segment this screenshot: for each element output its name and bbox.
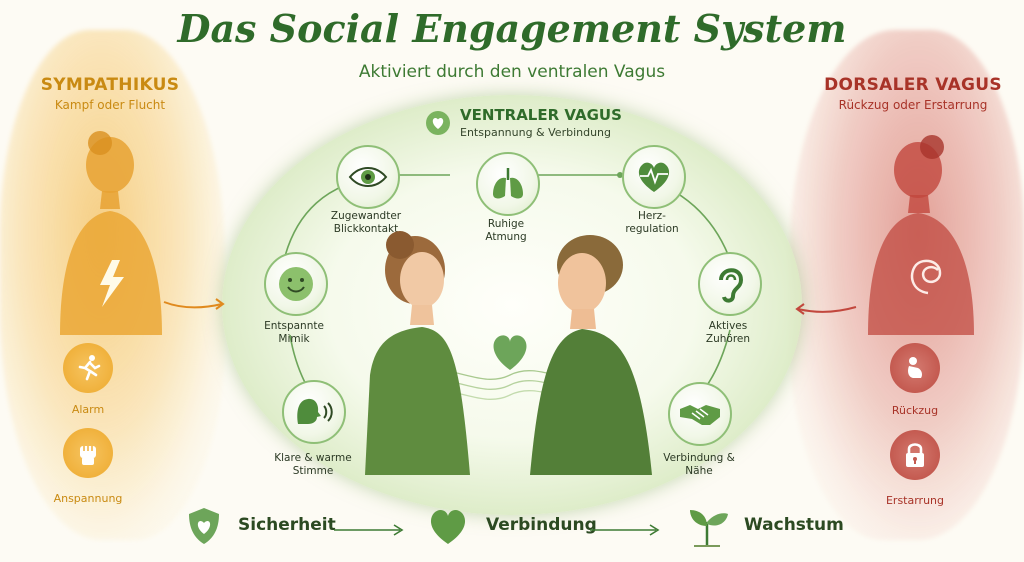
right-arrow (795, 303, 857, 315)
alarm-label: Alarm (71, 403, 105, 416)
crouching-person-icon (890, 343, 940, 393)
step-arrow-2 (590, 524, 660, 536)
padlock-icon (890, 430, 940, 480)
sympathikus-subtitle: Kampf oder Flucht (54, 98, 166, 112)
heart-node (622, 145, 686, 209)
node-label-stimme: Klare & warme Stimme (274, 452, 352, 477)
dorsaler-vagus-subtitle: Rückzug oder Erstarrung (838, 98, 988, 112)
fist-icon (63, 428, 113, 478)
dorsaler-vagus-title: DORSALER VAGUS (824, 75, 1002, 95)
erstarrung-label: Erstarrung (885, 494, 945, 507)
step-wachstum: Wachstum (744, 515, 844, 535)
ear-node (698, 252, 762, 316)
bottom-heart-icon (430, 509, 466, 544)
ventral-vagus-subtitle: Entspannung & Verbindung (460, 126, 612, 139)
sprout-icon (690, 510, 728, 547)
anspannung-label: Anspannung (53, 492, 123, 505)
handshake-icon (680, 405, 720, 425)
sympathikus-title: SYMPATHIKUS (40, 75, 180, 95)
spiral-icon (910, 259, 942, 295)
node-label-atmung: Ruhige Atmung (485, 218, 527, 243)
heart-pulse-icon (638, 162, 670, 192)
voice-node (282, 380, 346, 444)
step-verbindung: Verbindung (486, 515, 597, 535)
node-label-herzregulation: Herz-regulation (625, 210, 679, 235)
smiley-node (264, 252, 328, 316)
rueckzug-label: Rückzug (891, 404, 939, 417)
page-subtitle: Aktiviert durch den ventralen Vagus (358, 62, 666, 82)
left-arrow (163, 298, 225, 310)
speaking-face-icon (297, 398, 333, 424)
node-label-zuhoeren: Aktives Zuhören (705, 320, 751, 345)
ventral-vagus-title: VENTRALER VAGUS (460, 106, 622, 124)
handshake-node (668, 382, 732, 446)
smiley-icon (279, 267, 313, 301)
eye-icon (348, 167, 388, 187)
lungs-node (476, 152, 540, 216)
bottom-shield-icon (189, 508, 219, 544)
node-label-mimik: Entspannte Mimik (264, 320, 324, 345)
shield-heart-icon (426, 111, 450, 135)
node-label-naehe: Verbindung & Nähe (663, 452, 735, 477)
page-title: Das Social Engagement System (177, 6, 847, 51)
ear-icon (719, 268, 744, 303)
two-people-illustration (365, 231, 652, 475)
node-label-blickkontakt: Zugewandter Blickkontakt (330, 210, 402, 235)
withdrawn-woman-figure (868, 135, 974, 335)
step-sicherheit: Sicherheit (238, 515, 336, 535)
lungs-icon (493, 168, 523, 199)
eye-node (336, 145, 400, 209)
stressed-woman-figure (60, 131, 162, 335)
step-arrow-1 (334, 524, 404, 536)
lightning-icon (100, 260, 124, 307)
running-person-icon (63, 343, 113, 393)
